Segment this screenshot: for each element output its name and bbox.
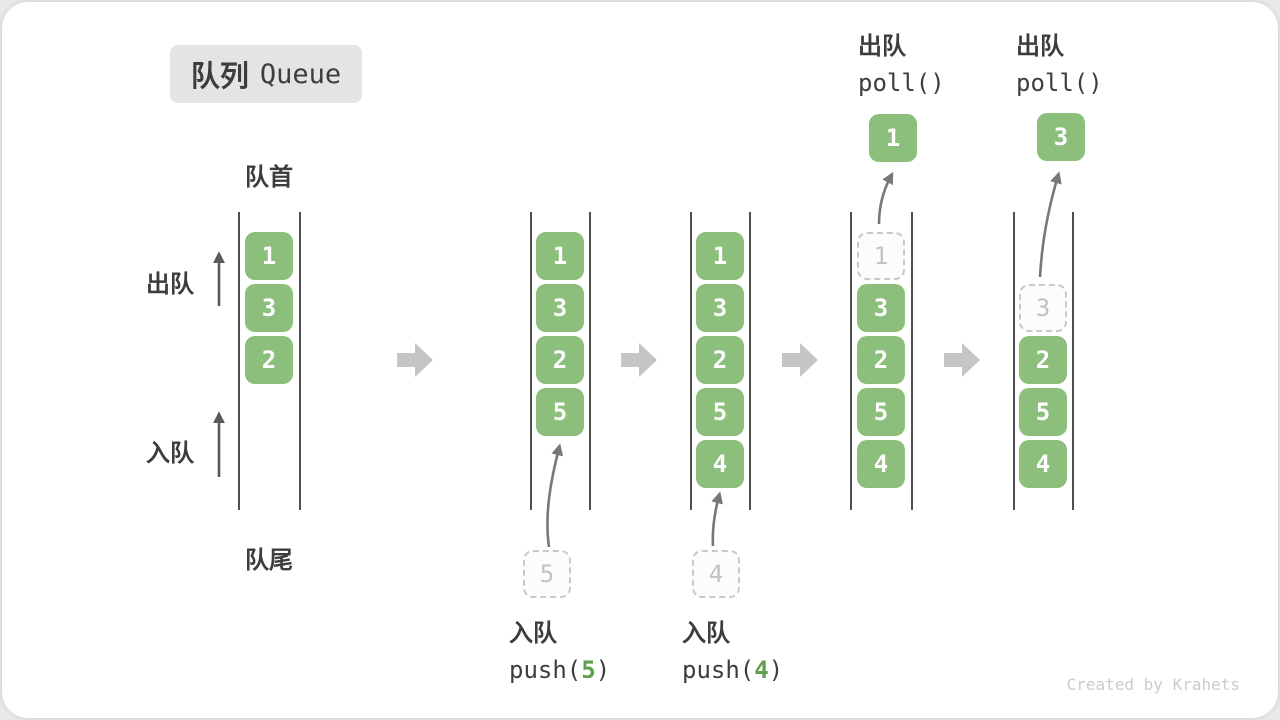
queue-element: 5	[696, 388, 744, 436]
enqueue-op-label: 入队	[682, 620, 730, 647]
element-value: 3	[1053, 123, 1069, 151]
queue-wall	[911, 212, 913, 510]
queue-element: 2	[857, 336, 905, 384]
call-close: )	[768, 656, 784, 684]
queue-rear-label: 队尾	[245, 547, 293, 574]
queue-element: 1	[536, 232, 584, 280]
queue-element: 5	[536, 388, 584, 436]
call-arg: 4	[754, 656, 769, 684]
element-value: 4	[873, 450, 889, 478]
element-value: 3	[1035, 294, 1051, 322]
queue-element: 5	[1019, 388, 1067, 436]
push-annotation-4: 入队 push(4)	[682, 615, 783, 689]
diagram-title: 队列 Queue	[170, 45, 362, 103]
element-value: 1	[873, 242, 889, 270]
element-value: 2	[552, 346, 568, 374]
enqueue-op-label: 入队	[509, 620, 557, 647]
poll-annotation-2: 出队 poll()	[1016, 28, 1103, 102]
element-value: 4	[708, 560, 724, 588]
incoming-element-ghost: 4	[692, 550, 740, 598]
queue-element: 3	[857, 284, 905, 332]
queue-front-label: 队首	[245, 164, 293, 191]
element-value: 4	[1035, 450, 1051, 478]
call-arg: 5	[581, 656, 596, 684]
poll-annotation-1: 出队 poll()	[858, 28, 945, 102]
watermark-credit: Created by Krahets	[1066, 675, 1240, 694]
element-value: 3	[712, 294, 728, 322]
queue-element: 2	[536, 336, 584, 384]
queue-element: 2	[245, 336, 293, 384]
queue-element: 2	[1019, 336, 1067, 384]
element-value: 2	[1035, 346, 1051, 374]
element-value: 1	[261, 242, 277, 270]
queue-element: 3	[696, 284, 744, 332]
queue-wall	[238, 212, 240, 510]
push-call-label: push(4)	[682, 652, 783, 689]
dequeue-op-label: 出队	[858, 33, 906, 60]
element-value: 1	[712, 242, 728, 270]
call-close: )	[595, 656, 611, 684]
element-value: 5	[712, 398, 728, 426]
element-value: 2	[712, 346, 728, 374]
element-value: 1	[552, 242, 568, 270]
queue-element: 4	[1019, 440, 1067, 488]
removed-element-ghost: 1	[857, 232, 905, 280]
element-value: 5	[873, 398, 889, 426]
queue-wall	[1013, 212, 1015, 510]
queue-wall	[1072, 212, 1074, 510]
enqueue-side-label: 入队	[146, 440, 194, 467]
queue-wall	[749, 212, 751, 510]
element-value: 5	[552, 398, 568, 426]
queue-element: 4	[857, 440, 905, 488]
poll-call-label: poll()	[1016, 69, 1103, 97]
push-annotation-5: 入队 push(5)	[509, 615, 610, 689]
polled-element: 3	[1037, 113, 1085, 161]
element-value: 1	[885, 124, 901, 152]
push-call-label: push(5)	[509, 652, 610, 689]
element-value: 4	[712, 450, 728, 478]
polled-element: 1	[869, 114, 917, 162]
queue-element: 5	[857, 388, 905, 436]
queue-element: 2	[696, 336, 744, 384]
element-value: 3	[873, 294, 889, 322]
queue-element: 3	[245, 284, 293, 332]
element-value: 2	[873, 346, 889, 374]
element-value: 5	[1035, 398, 1051, 426]
queue-wall	[850, 212, 852, 510]
queue-element: 1	[245, 232, 293, 280]
call-open: push(	[509, 656, 582, 684]
title-english: Queue	[259, 58, 342, 90]
queue-element: 4	[696, 440, 744, 488]
call-open: push(	[682, 656, 755, 684]
queue-wall	[690, 212, 692, 510]
removed-element-ghost: 3	[1019, 284, 1067, 332]
dequeue-side-label: 出队	[146, 271, 194, 298]
title-chinese: 队列	[190, 61, 249, 93]
incoming-element-ghost: 5	[523, 550, 571, 598]
queue-wall	[530, 212, 532, 510]
queue-wall	[299, 212, 301, 510]
queue-wall	[589, 212, 591, 510]
poll-call-label: poll()	[858, 69, 945, 97]
queue-element: 3	[536, 284, 584, 332]
dequeue-op-label: 出队	[1016, 33, 1064, 60]
queue-element: 1	[696, 232, 744, 280]
element-value: 3	[552, 294, 568, 322]
element-value: 2	[261, 346, 277, 374]
element-value: 5	[539, 560, 555, 588]
element-value: 3	[261, 294, 277, 322]
